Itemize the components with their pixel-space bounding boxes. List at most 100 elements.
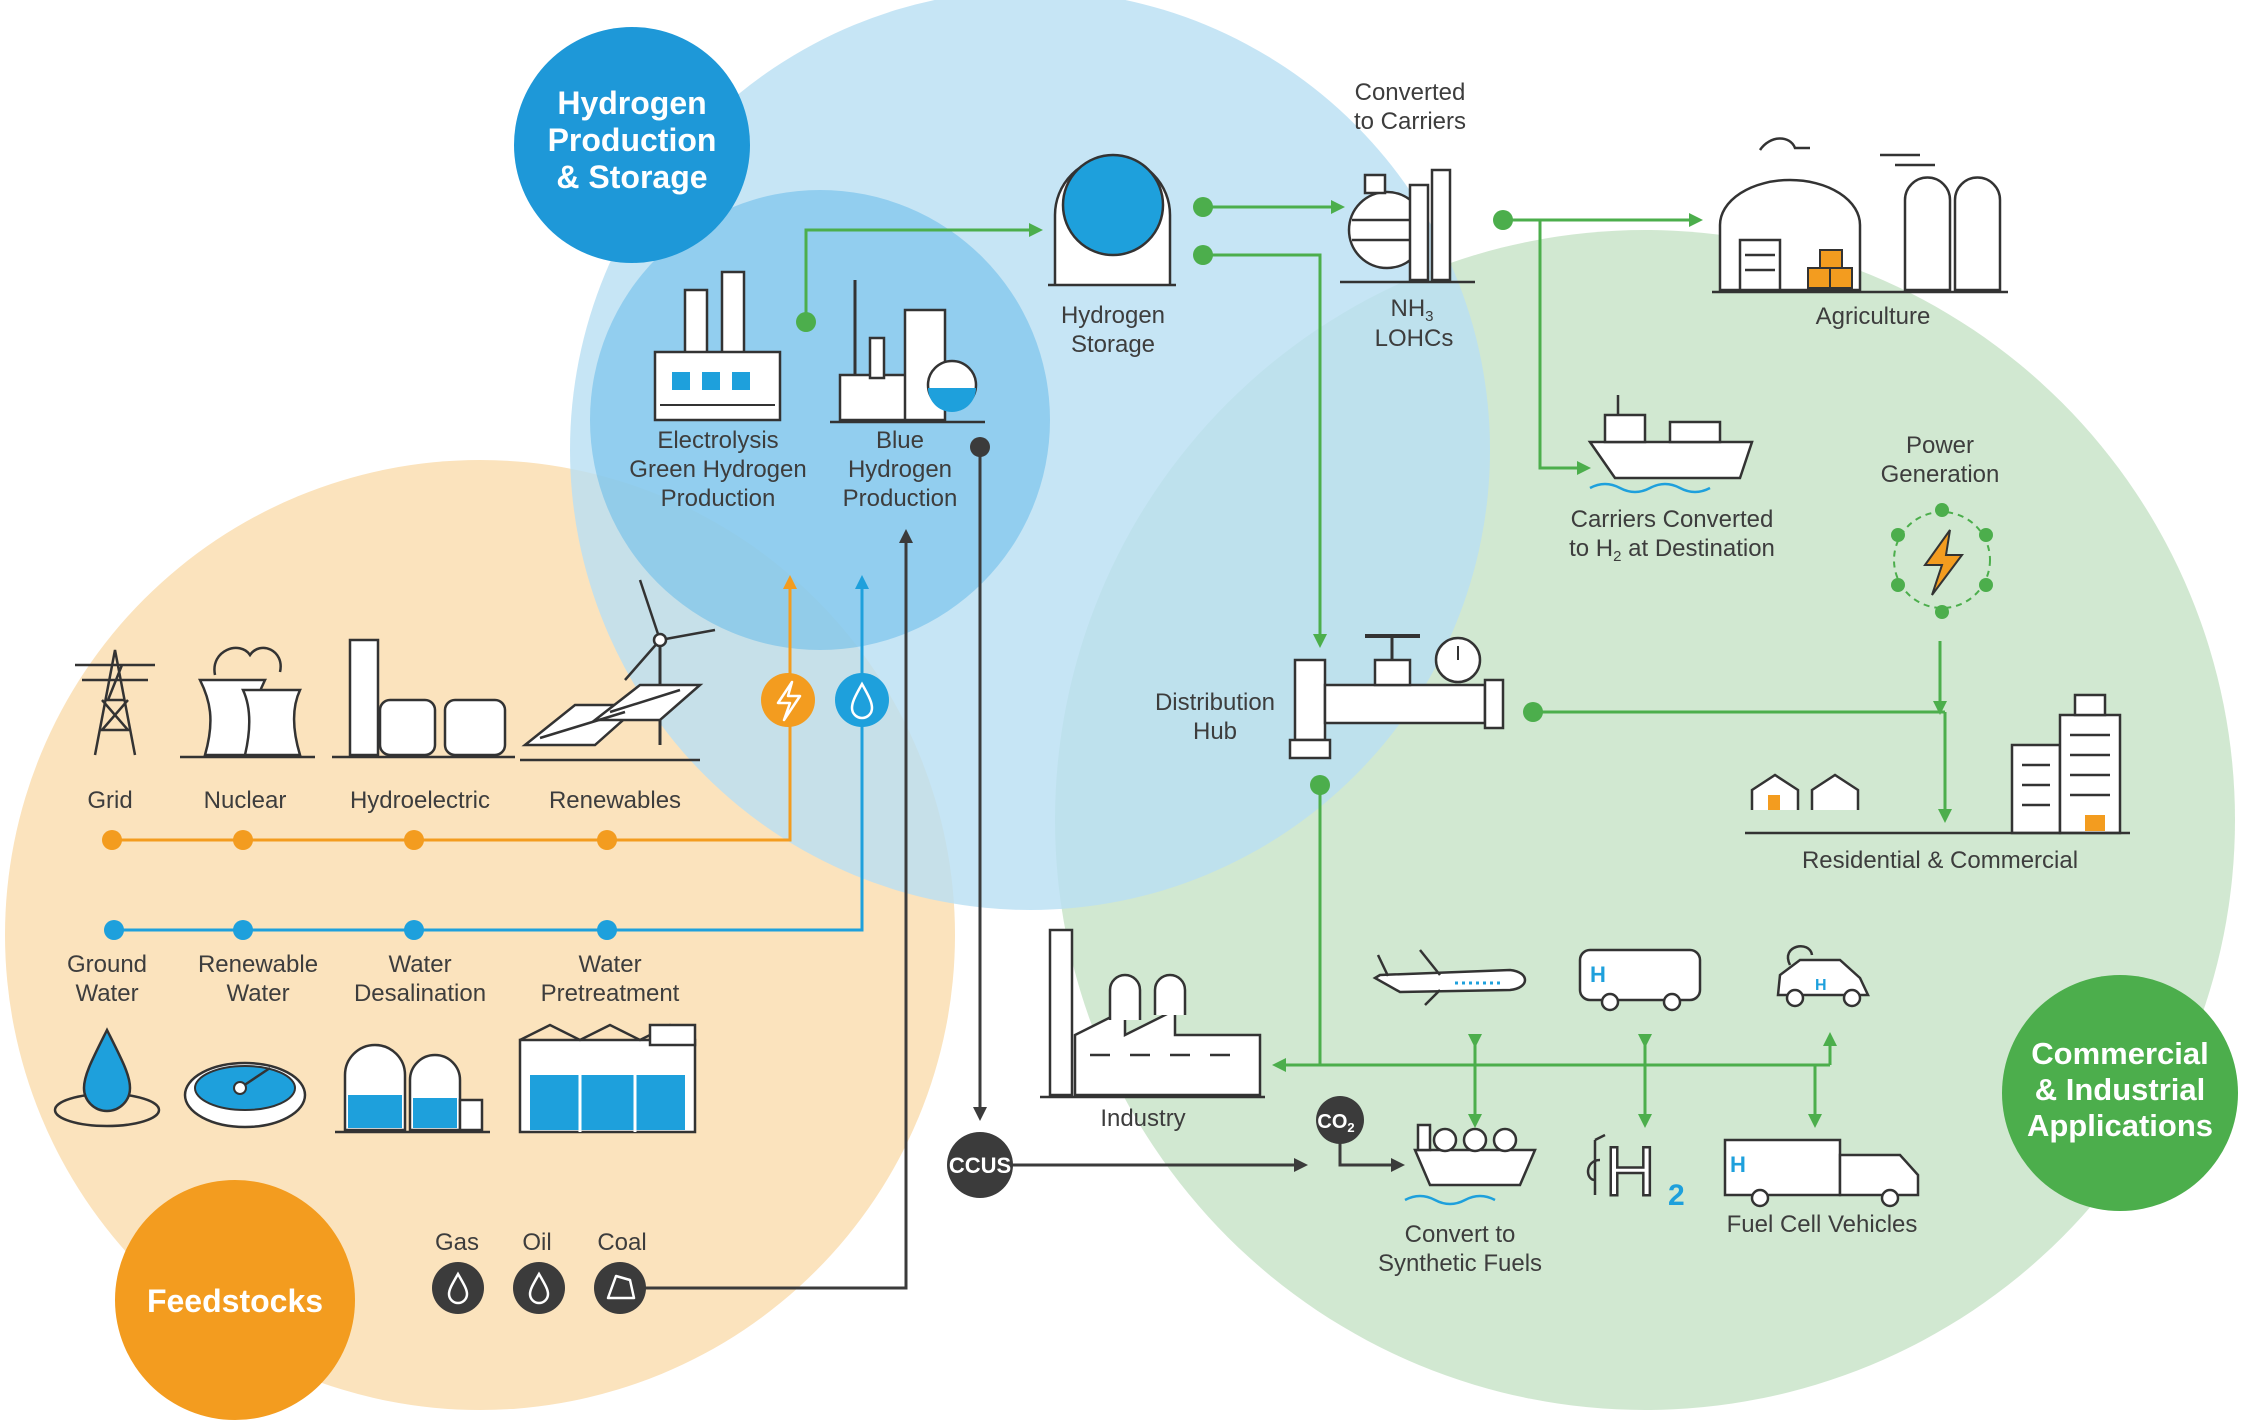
power-bus-dots — [102, 830, 617, 850]
residential-label: Residential & Commercial — [1802, 847, 2078, 874]
blue-output-dot — [970, 437, 990, 457]
svg-text:Converted: Converted — [1355, 79, 1466, 106]
nh3-lohcs-label: NH3 LOHCs — [1375, 295, 1454, 352]
drop-icon — [835, 673, 889, 727]
hydroelectric-label: Hydroelectric — [350, 787, 490, 814]
svg-text:Water: Water — [578, 951, 641, 978]
airplane-icon — [1372, 949, 1527, 1006]
water-bus-dots — [104, 920, 617, 940]
svg-text:Production: Production — [843, 485, 958, 512]
svg-text:Water: Water — [75, 980, 138, 1007]
svg-text:H: H — [1730, 1152, 1746, 1177]
renewables-label: Renewables — [549, 787, 681, 814]
ccus-node: CCUS — [947, 1132, 1013, 1198]
svg-text:CCUS: CCUS — [949, 1153, 1011, 1178]
pretreatment-icon — [518, 1023, 697, 1134]
agriculture-label: Agriculture — [1816, 303, 1931, 330]
fuel-station-icon: H 2 — [1586, 1131, 1685, 1212]
svg-text:Storage: Storage — [1071, 331, 1155, 358]
svg-text:Hub: Hub — [1193, 718, 1237, 745]
industry-label: Industry — [1100, 1105, 1185, 1132]
ship-icon — [1587, 395, 1754, 494]
svg-text:& Storage: & Storage — [556, 159, 707, 195]
truck-icon: H — [1723, 1138, 1920, 1208]
svg-text:NH3: NH3 — [1390, 295, 1433, 325]
hydrogen-production-badge: Hydrogen Production & Storage — [514, 27, 750, 263]
svg-text:H: H — [1590, 962, 1606, 987]
svg-text:LOHCs: LOHCs — [1375, 325, 1454, 352]
svg-text:to Carriers: to Carriers — [1354, 108, 1466, 135]
gas-drop-icon — [447, 1271, 469, 1305]
distribution-hub-label: Distribution Hub — [1155, 689, 1275, 745]
power-bus — [110, 575, 797, 842]
cooling-tower-icon — [180, 646, 315, 759]
water-drop-icon — [53, 1027, 161, 1128]
green-flows — [804, 200, 1952, 1128]
storage-label: Hydrogen Storage — [1061, 302, 1165, 358]
svg-text:Hydrogen: Hydrogen — [557, 85, 706, 121]
coal-icon — [606, 1274, 636, 1300]
svg-text:Desalination: Desalination — [354, 980, 486, 1007]
fuel-cell-label: Fuel Cell Vehicles — [1727, 1211, 1918, 1238]
ammonia-plant-icon — [1340, 168, 1475, 284]
svg-text:Distribution: Distribution — [1155, 689, 1275, 716]
svg-text:Electrolysis: Electrolysis — [657, 427, 778, 454]
transmission-tower-icon — [75, 649, 155, 756]
co2-node: CO2 — [1316, 1096, 1364, 1144]
blue-hydrogen-label: Blue Hydrogen Production — [843, 427, 958, 512]
svg-text:Renewable: Renewable — [198, 951, 318, 978]
svg-text:Commercial: Commercial — [2031, 1036, 2208, 1071]
svg-text:CO2: CO2 — [1317, 1111, 1354, 1135]
water-tank-icon — [183, 1061, 307, 1129]
svg-text:Generation: Generation — [1881, 461, 2000, 488]
electrolysis-plant-icon — [653, 270, 782, 422]
commercial-badge: Commercial & Industrial Applications — [2002, 975, 2238, 1211]
oil-label: Oil — [522, 1229, 551, 1256]
grid-label: Grid — [87, 787, 132, 814]
dam-icon — [332, 638, 515, 759]
svg-text:H: H — [1815, 977, 1827, 994]
fossil-dots — [432, 1262, 646, 1314]
nuclear-label: Nuclear — [204, 787, 287, 814]
desalination-icon — [335, 1043, 490, 1134]
oil-drop-icon — [528, 1271, 550, 1305]
svg-text:Green Hydrogen: Green Hydrogen — [629, 456, 806, 483]
feedstocks-badge: Feedstocks — [115, 1180, 355, 1420]
coal-label: Coal — [597, 1229, 646, 1256]
svg-text:Hydrogen: Hydrogen — [1061, 302, 1165, 329]
svg-text:Water: Water — [388, 951, 451, 978]
svg-text:& Industrial: & Industrial — [2035, 1072, 2206, 1107]
carriers-dest-label: Carriers Converted to H2 at Destination — [1569, 506, 1775, 565]
svg-text:Carriers Converted: Carriers Converted — [1571, 506, 1774, 533]
car-icon: H — [1776, 945, 1870, 1008]
svg-text:Convert to: Convert to — [1405, 1221, 1516, 1248]
lightning-icon — [761, 673, 815, 727]
wind-solar-icon — [520, 579, 716, 762]
svg-text:H: H — [1605, 1132, 1656, 1210]
svg-text:2: 2 — [1668, 1179, 1685, 1212]
bus-icon: H — [1578, 948, 1702, 1012]
power-generation-label: Power Generation — [1881, 432, 2000, 488]
converted-label: Converted to Carriers — [1354, 79, 1466, 135]
svg-text:Ground: Ground — [67, 951, 147, 978]
synthetic-fuels-label: Convert to Synthetic Fuels — [1378, 1221, 1542, 1277]
svg-text:Production: Production — [548, 122, 717, 158]
blue-hydrogen-plant-icon — [830, 280, 985, 424]
water-labels: Ground Water Renewable Water Water Desal… — [67, 951, 680, 1007]
co2-line — [1338, 1140, 1405, 1172]
svg-text:Pretreatment: Pretreatment — [541, 980, 680, 1007]
svg-text:to H2 at Destination: to H2 at Destination — [1569, 535, 1775, 565]
svg-text:Synthetic Fuels: Synthetic Fuels — [1378, 1250, 1542, 1277]
green-flow-dots — [796, 197, 1543, 795]
factory-icon — [1040, 928, 1265, 1099]
buildings-icon — [1745, 693, 2130, 835]
svg-text:Power: Power — [1906, 432, 1974, 459]
svg-text:Water: Water — [226, 980, 289, 1007]
svg-text:Production: Production — [661, 485, 776, 512]
svg-text:Feedstocks: Feedstocks — [147, 1283, 323, 1319]
tanker-ship-icon — [1404, 1123, 1537, 1206]
gas-label: Gas — [435, 1229, 479, 1256]
storage-sphere-icon — [1048, 153, 1176, 287]
